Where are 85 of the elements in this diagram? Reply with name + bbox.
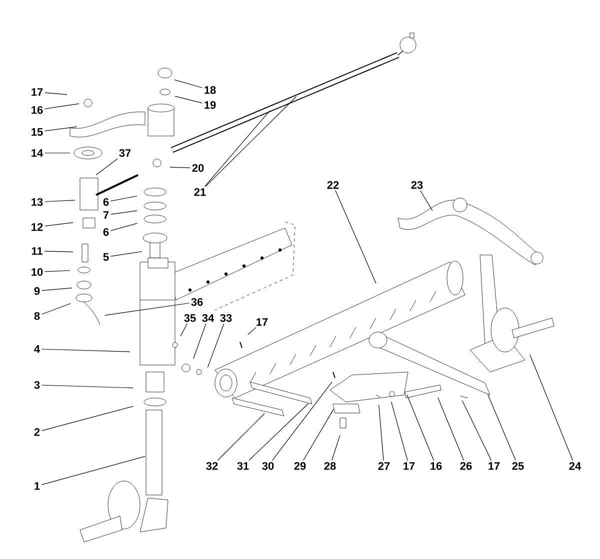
callout-number: 14 (32, 149, 44, 157)
leader-line (44, 250, 74, 252)
leader-line (332, 434, 340, 461)
callout-number: 35 (184, 314, 196, 322)
callout-number: 11 (32, 247, 42, 255)
leader-line (174, 80, 202, 88)
leader-line (41, 303, 71, 315)
leader-line (248, 403, 309, 461)
callout-number: 16 (32, 106, 43, 114)
leader-line (438, 397, 464, 461)
leader-line (44, 152, 70, 154)
callout-number: 7 (103, 211, 109, 219)
callout-number: 32 (206, 462, 218, 470)
callout-number: 18 (204, 86, 216, 94)
callout-number: 17 (404, 462, 415, 470)
callout-number: 22 (327, 181, 339, 189)
callout-number: 29 (294, 462, 306, 470)
leader-line (406, 394, 434, 461)
leader-line (44, 126, 78, 132)
callout-number: 15 (32, 128, 43, 136)
leader-line (110, 223, 138, 231)
leader-line (96, 158, 118, 176)
leader-line (41, 406, 134, 432)
callout-number: 25 (512, 462, 524, 470)
leader-line (44, 103, 80, 110)
callout-number: 13 (32, 198, 43, 206)
callout-number: 27 (378, 462, 390, 470)
callout-number: 9 (34, 287, 40, 295)
leader-line (174, 96, 202, 104)
callout-number: 5 (103, 253, 109, 261)
callout-number: 12 (32, 223, 43, 231)
leader-line (110, 196, 138, 202)
leader-line (248, 327, 256, 335)
callout-number: 37 (119, 149, 131, 157)
leader-line (530, 354, 574, 461)
callout-number: 24 (569, 462, 582, 470)
callout-number: 26 (460, 462, 472, 470)
callout-number: 1 (34, 482, 40, 490)
callout-number: 6 (103, 228, 109, 236)
leader-line (207, 323, 224, 368)
callout-number: 28 (324, 462, 336, 470)
callout-number: 17 (488, 462, 500, 470)
leader-line (41, 288, 72, 291)
leader-line (110, 210, 138, 215)
callout-number: 16 (430, 462, 442, 470)
callout-number: 20 (192, 164, 204, 172)
leader-line (170, 166, 190, 168)
callout-number: 8 (34, 312, 40, 320)
callout-number: 4 (34, 345, 40, 353)
leader-line (303, 409, 334, 461)
callout-number: 17 (32, 88, 43, 96)
callout-number: 33 (220, 314, 232, 322)
callout-number: 19 (204, 101, 216, 109)
leader-line (488, 394, 516, 461)
leader-line (110, 251, 142, 257)
leader-line (420, 190, 433, 211)
callout-number: 30 (262, 462, 274, 470)
leader-line (104, 302, 190, 316)
leader-line (41, 348, 130, 352)
leader-line (204, 110, 270, 187)
leader-line (44, 92, 68, 95)
leader-line (391, 402, 408, 461)
callout-number: 31 (237, 462, 249, 470)
leader-line (44, 270, 70, 272)
leader-line (44, 222, 74, 226)
leader-line (41, 456, 146, 485)
callout-number: 6 (103, 198, 109, 206)
leader-line (217, 413, 265, 461)
callout-number: 36 (191, 298, 203, 306)
leader-line (462, 400, 492, 461)
leader-line (193, 323, 206, 359)
leader-line (378, 404, 384, 461)
leader-line (41, 384, 134, 388)
callout-number: 2 (34, 428, 40, 436)
leader-line (44, 200, 76, 202)
callout-number: 21 (194, 188, 206, 196)
leader-line (205, 96, 297, 187)
leader-line (335, 190, 376, 284)
callout-number: 23 (411, 181, 423, 189)
leader-line (180, 323, 188, 336)
callout-number: 34 (202, 314, 214, 322)
callout-number: 10 (32, 268, 43, 276)
leader-line (272, 382, 332, 461)
callout-number: 3 (34, 381, 40, 389)
callout-number: 17 (256, 318, 268, 326)
